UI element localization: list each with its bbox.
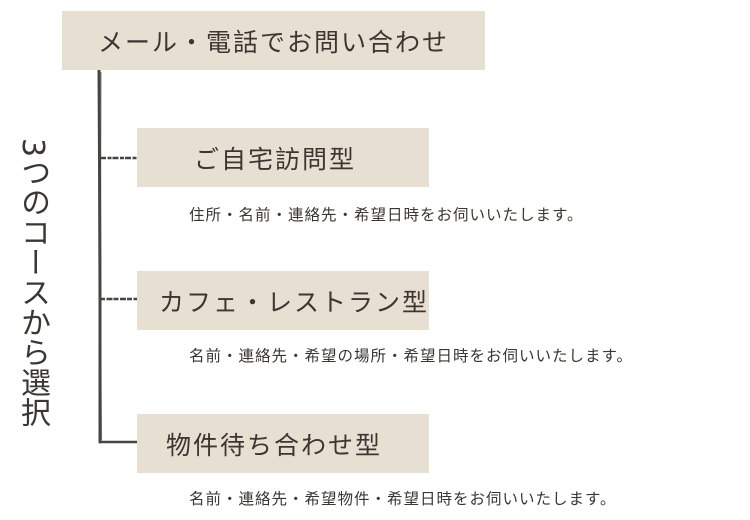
- course-description: 名前・連絡先・希望物件・希望日時をお伺いいたします。: [189, 490, 617, 508]
- course-box-cafe-restaurant: カフェ・レストラン型: [137, 271, 429, 330]
- course-description: 住所・名前・連絡先・希望日時をお伺いいたします。: [189, 206, 584, 224]
- course-box-property-meeting: 物件待ち合わせ型: [137, 414, 429, 473]
- contact-title-box: メール・電話でお問い合わせ: [62, 11, 485, 70]
- course-name: カフェ・レストラン型: [159, 287, 430, 317]
- course-name: ご自宅訪問型: [194, 144, 357, 174]
- course-name: 物件待ち合わせ型: [166, 430, 383, 460]
- contact-title: メール・電話でお問い合わせ: [97, 27, 449, 57]
- side-label: 3つのコースから選択: [15, 138, 50, 428]
- course-description: 名前・連絡先・希望の場所・希望日時をお伺いいたします。: [189, 347, 633, 365]
- course-box-home-visit: ご自宅訪問型: [137, 128, 429, 187]
